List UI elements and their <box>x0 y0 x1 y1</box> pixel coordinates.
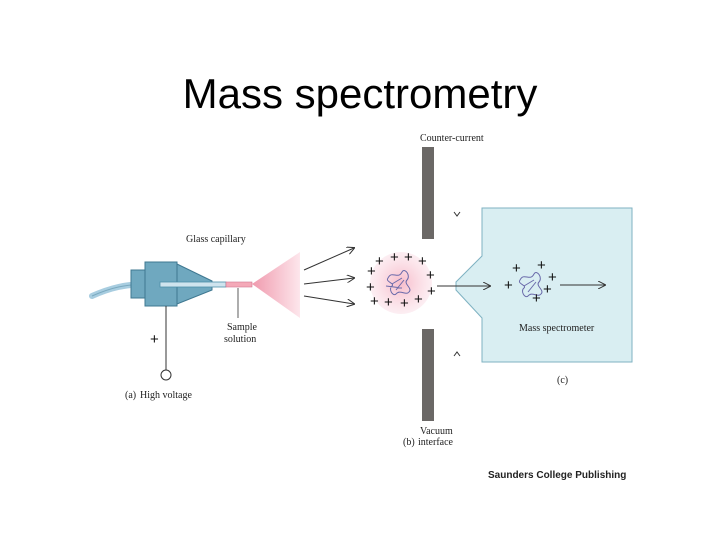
charge-plus: + <box>427 283 436 300</box>
counter-current-arrow-up <box>453 351 461 357</box>
capillary-collar <box>130 269 146 299</box>
desolvated-molecule <box>518 272 543 298</box>
droplet-path-arrow <box>303 278 354 285</box>
sample-solution-tip <box>225 281 253 288</box>
molecule-in-droplet <box>385 270 411 296</box>
part-a-label: (a) <box>125 390 136 401</box>
charge-plus: + <box>367 263 376 280</box>
interface-label: interface <box>418 437 454 448</box>
glass-capillary-label: Glass capillary <box>186 234 246 245</box>
publisher-credit: Saunders College Publishing <box>488 470 626 481</box>
high-voltage-label: High voltage <box>140 390 192 401</box>
charge-plus: + <box>390 249 399 266</box>
counter-current-arrow-down <box>453 211 461 217</box>
capillary-needle <box>159 281 227 288</box>
charge-plus: + <box>418 253 427 270</box>
charge-plus: + <box>504 277 513 294</box>
charge-plus: + <box>426 267 435 284</box>
charge-plus: + <box>404 249 413 266</box>
charge-plus: + <box>400 295 409 312</box>
vacuum-label: Vacuum <box>420 426 453 437</box>
electrospray-plume <box>252 252 300 318</box>
charge-plus: + <box>537 257 546 274</box>
charge-plus: + <box>384 294 393 311</box>
sample-label: Sample <box>227 322 258 333</box>
droplet-path-arrow <box>303 248 354 271</box>
page-title: Mass spectrometry <box>182 70 538 117</box>
charge-plus: + <box>532 290 541 307</box>
droplet-path-arrow <box>303 295 354 304</box>
charge-plus: + <box>366 279 375 296</box>
solution-label: solution <box>224 334 256 345</box>
charge-plus: + <box>548 269 557 286</box>
charge-plus: + <box>375 253 384 270</box>
counter-current-label: Counter-current <box>420 133 484 144</box>
charge-plus: + <box>150 331 159 348</box>
charge-plus: + <box>370 293 379 310</box>
charge-plus: + <box>512 260 521 277</box>
mass-spectrometer-chamber <box>455 207 633 363</box>
charge-plus: + <box>414 291 423 308</box>
high-voltage-terminal <box>160 369 172 381</box>
interface-plate-top <box>422 147 434 239</box>
interface-plate-bottom <box>422 329 434 421</box>
charge-plus: + <box>543 281 552 298</box>
mass-spectrometer-label: Mass spectrometer <box>519 323 595 334</box>
part-c-label: (c) <box>557 375 568 386</box>
part-b-label: (b) <box>403 437 415 448</box>
